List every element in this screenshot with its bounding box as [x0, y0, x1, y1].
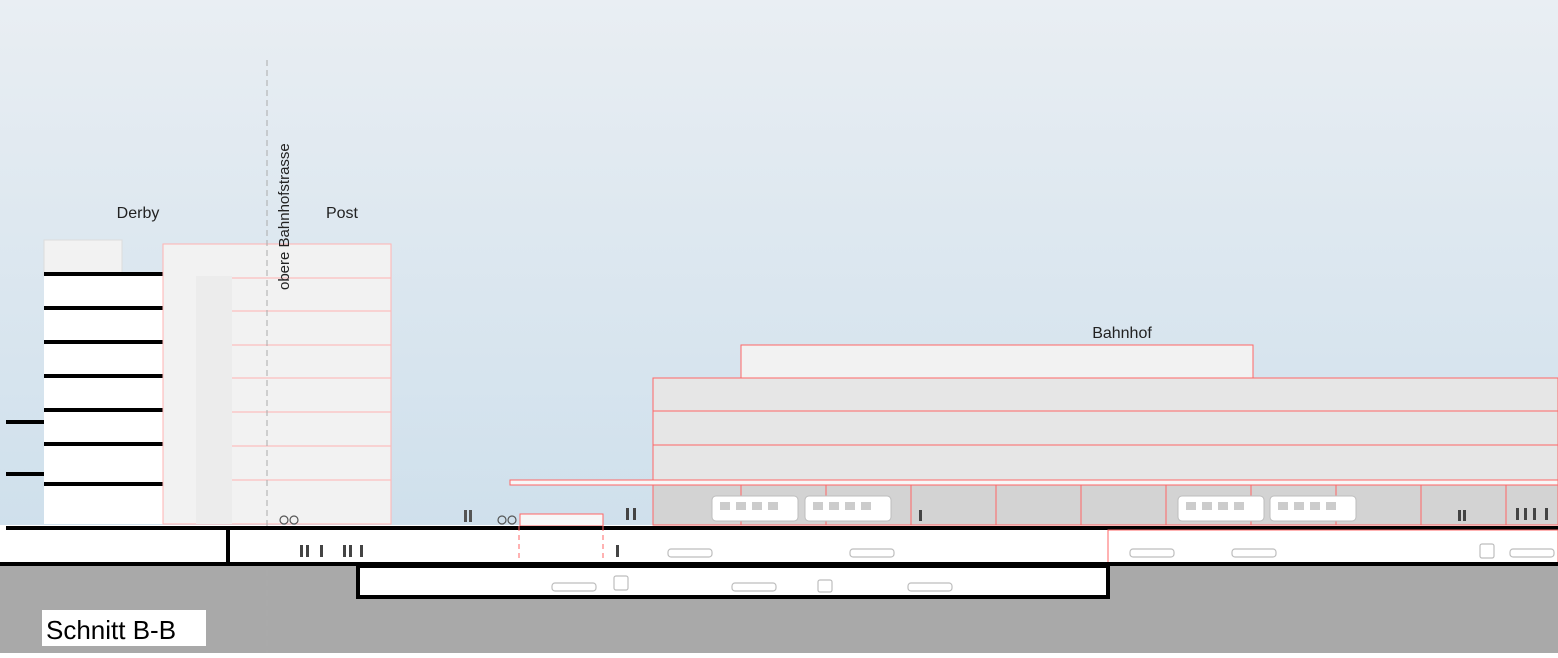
platform-level [652, 484, 1558, 526]
people-icon [626, 508, 1548, 521]
person-icon [464, 510, 472, 522]
derby-roof-structure [43, 239, 123, 276]
bahnhof-roof-volume [740, 344, 1254, 379]
bahnhof-label: Bahnhof [1092, 325, 1152, 342]
kiosk [519, 513, 604, 527]
street-slab [6, 526, 1558, 530]
bahnhof-main-volume [652, 377, 1558, 482]
post-building [162, 243, 392, 525]
street-level [0, 510, 1558, 599]
parking-level [356, 564, 1110, 599]
street-label: obere Bahnhofstrasse [276, 143, 293, 290]
bahnhof-building [509, 344, 1558, 526]
post-label: Post [326, 205, 359, 222]
left-edge-slabs [6, 420, 44, 476]
train-icon [1177, 495, 1357, 522]
derby-label: Derby [117, 205, 160, 222]
people-icon [300, 545, 619, 557]
platform-canopy [509, 479, 1558, 486]
car-icon [551, 543, 1555, 593]
section-title-box [42, 610, 206, 646]
post-floor-lines [232, 277, 391, 481]
train-icon [711, 495, 892, 522]
post-left-strip [196, 276, 232, 524]
section-title: Schnitt B-B [46, 615, 176, 645]
bahnhof-floor-lines [653, 410, 1558, 446]
bicycle-icon [279, 515, 517, 525]
